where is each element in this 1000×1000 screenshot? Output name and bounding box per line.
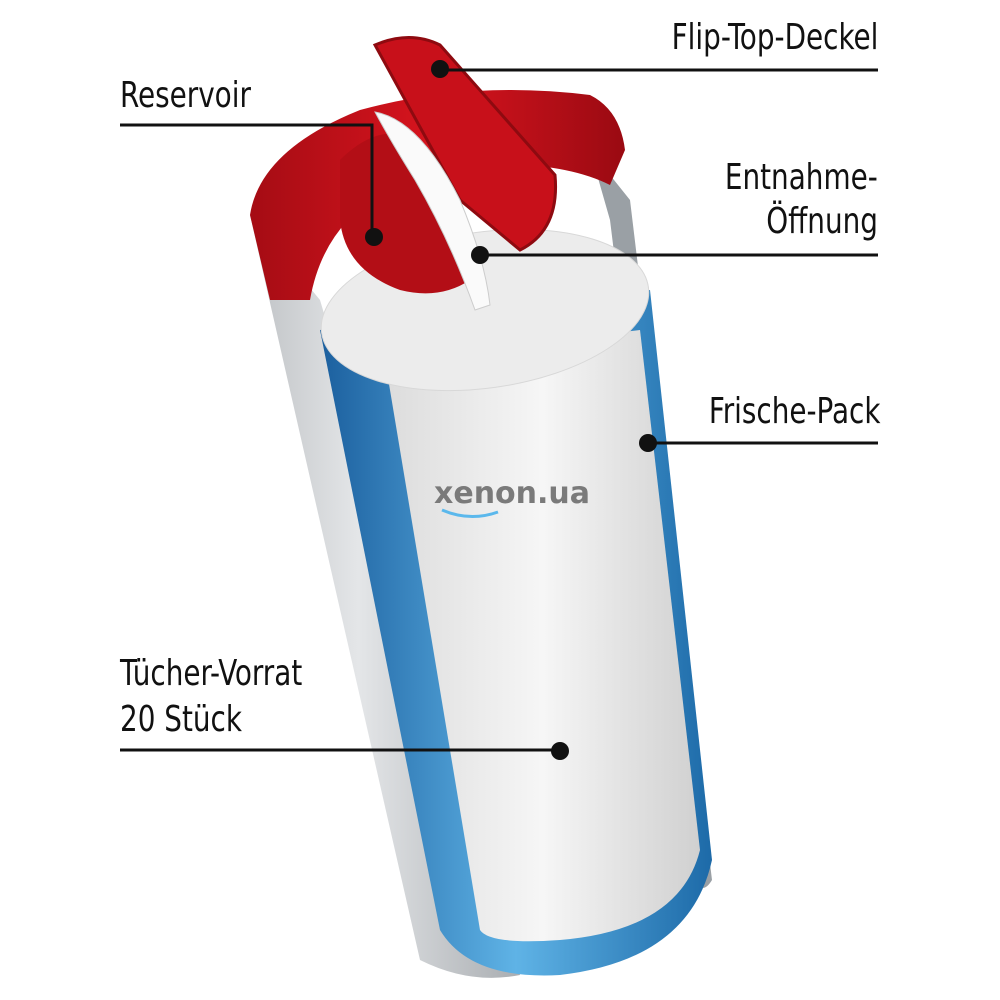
flip-top-lid — [372, 36, 558, 252]
supply-dot — [551, 742, 569, 760]
label-opening-2: Öffnung — [766, 201, 878, 242]
lid — [250, 90, 625, 300]
label-flip-top: Flip-Top-Deckel — [671, 17, 878, 58]
label-supply-1: Tücher-Vorrat — [120, 653, 303, 694]
reservoir-dot — [365, 228, 383, 246]
wipe-strand — [374, 111, 491, 311]
opening-dot — [471, 246, 489, 264]
reservoir-leader — [120, 123, 374, 236]
label-fresh-pack: Frische-Pack — [708, 391, 880, 432]
flip-top-dot — [431, 60, 449, 78]
label-opening-1: Entnahme- — [725, 157, 878, 198]
wipes-roll — [385, 330, 700, 942]
fresh-pack-dot — [639, 434, 657, 452]
label-supply-2: 20 Stück — [120, 699, 242, 740]
watermark-smile-icon — [441, 508, 499, 518]
watermark: xenon.ua — [434, 476, 591, 511]
label-reservoir: Reservoir — [120, 75, 251, 116]
